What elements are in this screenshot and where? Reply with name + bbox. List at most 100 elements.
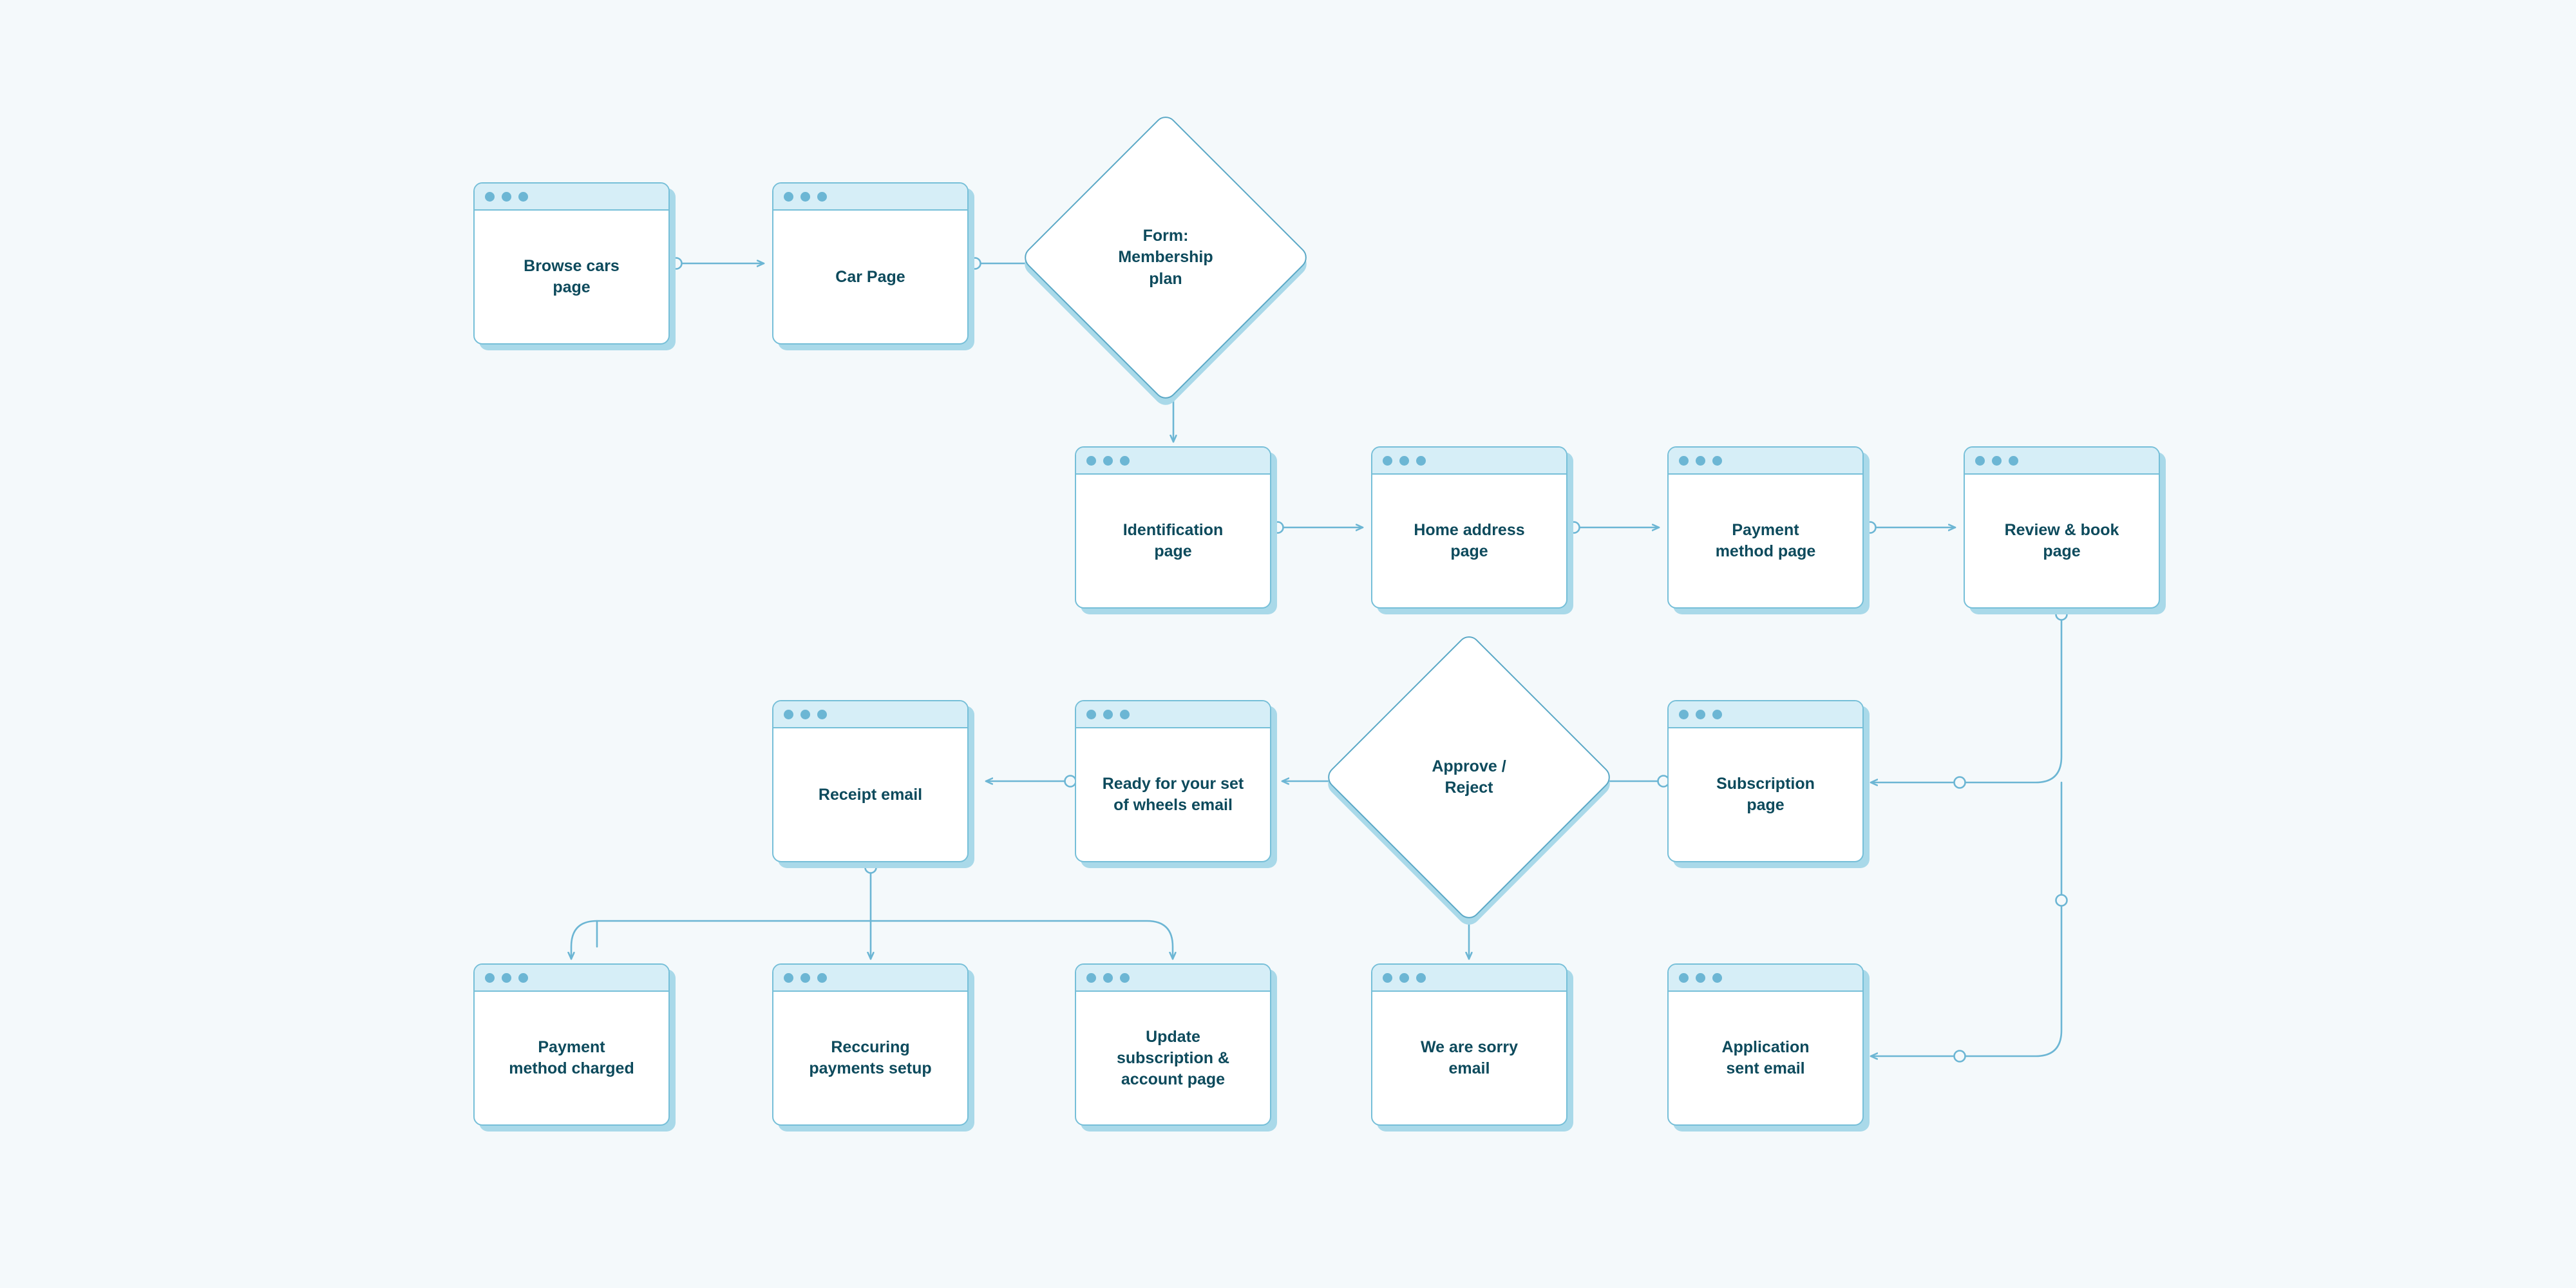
browser-window-frame: Reccuring payments setup — [772, 963, 969, 1126]
window-dot-icon — [1416, 972, 1426, 983]
browser-window-frame: Review & book page — [1964, 446, 2160, 609]
node-label: Application sent email — [1721, 1038, 1810, 1077]
window-dot-icon — [502, 972, 511, 983]
window-titlebar — [773, 965, 967, 992]
window-dot-icon — [784, 709, 793, 719]
window-dot-icon — [485, 191, 495, 202]
node-label: Approve / Reject — [1432, 757, 1506, 797]
browser-window-frame: Identification page — [1075, 446, 1271, 609]
window-titlebar — [1669, 965, 1862, 992]
browser-window-frame: Application sent email — [1667, 963, 1864, 1126]
edge-browse-to-car — [670, 257, 765, 270]
window-dot-icon — [1712, 455, 1722, 466]
node-label: Payment method charged — [509, 1038, 634, 1077]
flow-node-identification-page[interactable]: Identification page — [1075, 446, 1277, 614]
window-dot-icon — [1696, 709, 1705, 719]
window-dot-icon — [1416, 455, 1426, 466]
browser-window-frame: Payment method charged — [473, 963, 670, 1126]
window-dot-icon — [1679, 972, 1689, 983]
edge-receipt-to-charged — [571, 920, 872, 960]
flow-node-receipt-email[interactable]: Receipt email — [772, 700, 974, 868]
window-dot-icon — [1975, 455, 1985, 466]
window-dot-icon — [485, 972, 495, 983]
flow-node-form-membership-plan[interactable]: Form: Membership plan — [1019, 111, 1312, 410]
node-label: Home address page — [1414, 521, 1525, 560]
window-dot-icon — [1120, 709, 1130, 719]
window-titlebar — [475, 965, 668, 992]
flow-node-approve-reject[interactable]: Approve / Reject — [1323, 631, 1615, 930]
window-dot-icon — [1086, 709, 1096, 719]
browser-window-frame: Ready for your set of wheels email — [1075, 700, 1271, 862]
window-dot-icon — [1383, 455, 1392, 466]
flow-node-browse-cars-page[interactable]: Browse cars page — [473, 182, 676, 350]
node-label: Form: Membership plan — [1118, 226, 1213, 288]
window-dot-icon — [1103, 455, 1113, 466]
window-dot-icon — [1679, 709, 1689, 719]
window-dot-icon — [800, 709, 810, 719]
window-titlebar — [773, 184, 967, 211]
window-dot-icon — [817, 709, 827, 719]
flow-node-we-are-sorry-email[interactable]: We are sorry email — [1371, 963, 1573, 1132]
flow-node-car-page[interactable]: Car Page — [772, 182, 974, 350]
window-titlebar — [1372, 965, 1566, 992]
window-dot-icon — [1712, 972, 1722, 983]
edge-review-to-subscription — [1870, 608, 2068, 789]
window-dot-icon — [1399, 455, 1409, 466]
window-titlebar — [1076, 448, 1270, 475]
window-titlebar — [475, 184, 668, 211]
window-dot-icon — [1086, 972, 1096, 983]
window-dot-icon — [1992, 455, 2002, 466]
flow-node-payment-method-charged[interactable]: Payment method charged — [473, 963, 676, 1132]
window-dot-icon — [1120, 972, 1130, 983]
node-label: Subscription page — [1716, 775, 1815, 814]
window-titlebar — [1372, 448, 1566, 475]
node-label: Receipt email — [818, 785, 923, 804]
flow-node-update-subscription-page[interactable]: Update subscription & account page — [1075, 963, 1277, 1132]
browser-window-frame: Browse cars page — [473, 182, 670, 345]
window-titlebar — [1669, 701, 1862, 728]
window-dot-icon — [1383, 972, 1392, 983]
flow-node-application-sent-email[interactable]: Application sent email — [1667, 963, 1870, 1132]
node-label: Car Page — [835, 267, 905, 286]
node-label: Ready for your set of wheels email — [1102, 775, 1244, 814]
window-dot-icon — [800, 972, 810, 983]
node-label: Identification page — [1122, 521, 1224, 560]
window-dot-icon — [1712, 709, 1722, 719]
window-titlebar — [1669, 448, 1862, 475]
window-dot-icon — [784, 191, 793, 202]
flow-node-recurring-payments-setup[interactable]: Reccuring payments setup — [772, 963, 974, 1132]
window-dot-icon — [784, 972, 793, 983]
browser-window-frame: We are sorry email — [1371, 963, 1567, 1126]
window-dot-icon — [817, 972, 827, 983]
window-dot-icon — [1696, 972, 1705, 983]
window-titlebar — [1076, 965, 1270, 992]
browser-window-frame: Update subscription & account page — [1075, 963, 1271, 1126]
edge-ready-to-receipt — [985, 775, 1077, 788]
window-dot-icon — [1103, 709, 1113, 719]
window-dot-icon — [1696, 455, 1705, 466]
window-titlebar — [773, 701, 967, 728]
browser-window-frame: Subscription page — [1667, 700, 1864, 862]
flow-node-review-book-page[interactable]: Review & book page — [1964, 446, 2166, 614]
edge-receipt-to-update — [869, 920, 1173, 960]
window-dot-icon — [817, 191, 827, 202]
window-dot-icon — [1086, 455, 1096, 466]
edge-identification-to-address — [1271, 521, 1364, 534]
edge-address-to-payment — [1567, 521, 1660, 534]
flow-node-subscription-page[interactable]: Subscription page — [1667, 700, 1870, 868]
flow-node-home-address-page[interactable]: Home address page — [1371, 446, 1573, 614]
browser-window-frame: Car Page — [772, 182, 969, 345]
window-titlebar — [1076, 701, 1270, 728]
window-dot-icon — [502, 191, 511, 202]
flow-node-payment-method-page[interactable]: Payment method page — [1667, 446, 1870, 614]
browser-window-frame: Payment method page — [1667, 446, 1864, 609]
node-label: Payment method page — [1715, 521, 1816, 560]
window-dot-icon — [2009, 455, 2018, 466]
flow-node-ready-for-wheels-email[interactable]: Ready for your set of wheels email — [1075, 700, 1277, 868]
window-titlebar — [1965, 448, 2159, 475]
node-label: Review & book page — [2004, 521, 2119, 560]
browser-window-frame: Home address page — [1371, 446, 1567, 609]
window-dot-icon — [1120, 455, 1130, 466]
